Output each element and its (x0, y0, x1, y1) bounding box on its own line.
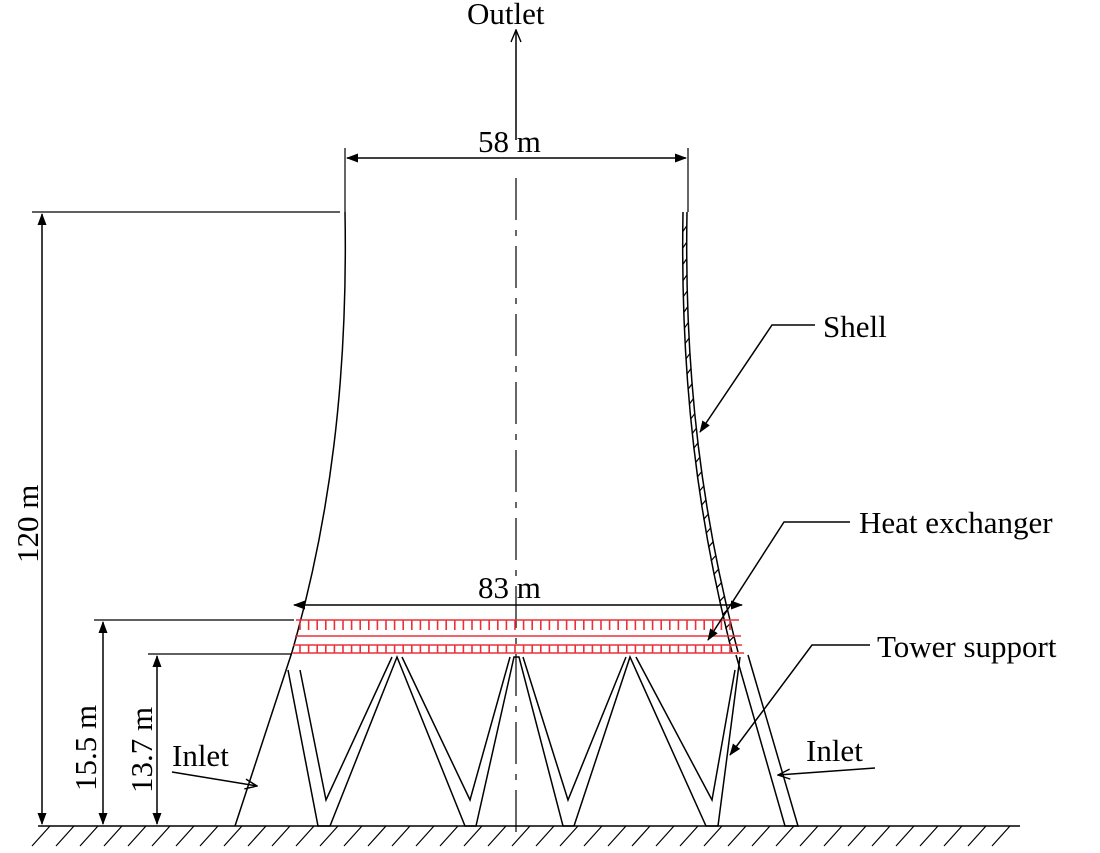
shell-label: Shell (823, 309, 887, 344)
shell-leader (699, 324, 815, 433)
inlet-left-label: Inlet (172, 738, 229, 773)
tower-support-leader (729, 644, 870, 756)
he-top-height-label: 15.5 m (68, 705, 103, 791)
dimension-he-top-height (94, 619, 294, 825)
inlet-right-arrow (778, 767, 876, 775)
heat-exchanger-layers (292, 619, 744, 654)
tower-shell (234, 211, 739, 827)
dimension-he-bottom-height (148, 653, 292, 825)
dimension-total-height (32, 211, 340, 825)
top-width-label: 58 m (478, 124, 541, 159)
inlet-right-label: Inlet (806, 733, 863, 768)
tower-support-frame (287, 654, 800, 827)
dimension-top-width (344, 148, 689, 212)
total-height-label: 120 m (10, 485, 45, 563)
inlet-left-arrow (171, 771, 257, 786)
tower-support-label: Tower support (877, 629, 1057, 664)
he-bottom-height-label: 13.7 m (124, 707, 159, 793)
base-width-label: 83 m (478, 570, 541, 605)
outlet-label: Outlet (467, 0, 545, 31)
heat-exchanger-label: Heat exchanger (859, 505, 1053, 540)
ground (31, 825, 1020, 847)
heat-exchanger-leader (707, 521, 850, 641)
